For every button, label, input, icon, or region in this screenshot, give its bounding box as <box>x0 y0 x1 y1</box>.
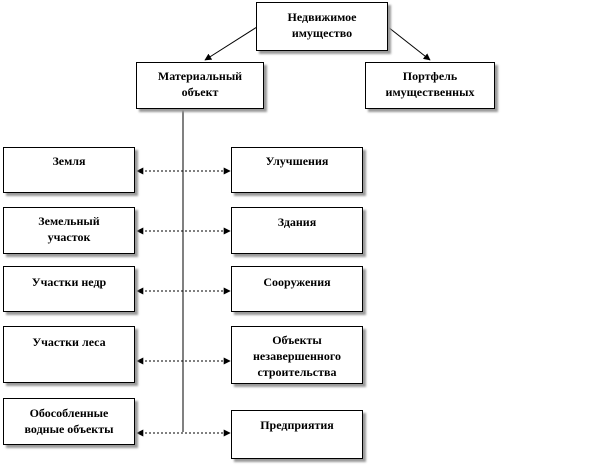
root-node-label: Недвижимое имущество <box>287 10 357 40</box>
left-node-vodnye-obekty-label: Обособленные водные объекты <box>24 406 114 436</box>
left-node-zemlya: Земля <box>3 147 135 193</box>
right-node-sooruzheniya: Сооружения <box>231 266 363 312</box>
left-node-vodnye-obekty: Обособленные водные объекты <box>3 398 135 445</box>
right-node-obekty-nezavershennogo: Объекты незавершенного строительства <box>231 326 363 384</box>
material-object-node: Материальный объект <box>136 62 264 109</box>
left-node-zemlya-label: Земля <box>52 154 86 168</box>
material-object-label: Материальный объект <box>157 69 243 99</box>
right-node-uluchsheniya-label: Улучшения <box>265 154 329 168</box>
left-node-zemelny-uchastok: Земельный участок <box>3 207 135 254</box>
portfolio-node: Портфель имущественных <box>365 62 495 109</box>
arrow-root-to-portfolio <box>387 26 431 61</box>
left-node-uchastki-lesa-label: Участки леса <box>32 335 106 349</box>
root-node: Недвижимое имущество <box>256 2 388 51</box>
right-node-zdaniya: Здания <box>231 207 363 254</box>
left-node-uchastki-lesa: Участки леса <box>3 326 135 383</box>
right-node-obekty-nezavershennogo-label: Объекты незавершенного строительства <box>253 333 341 379</box>
left-node-uchastki-nedr-label: Участки недр <box>31 275 107 289</box>
right-node-sooruzheniya-label: Сооружения <box>263 275 331 289</box>
right-node-predpriyatiya: Предприятия <box>231 410 363 459</box>
portfolio-label: Портфель имущественных <box>385 69 475 99</box>
right-node-uluchsheniya: Улучшения <box>231 147 363 193</box>
left-node-zemelny-uchastok-label: Земельный участок <box>38 214 100 244</box>
right-node-zdaniya-label: Здания <box>277 215 317 229</box>
right-node-predpriyatiya-label: Предприятия <box>260 418 334 432</box>
left-node-uchastki-nedr: Участки недр <box>3 266 135 312</box>
arrow-root-to-material-object <box>204 26 258 61</box>
